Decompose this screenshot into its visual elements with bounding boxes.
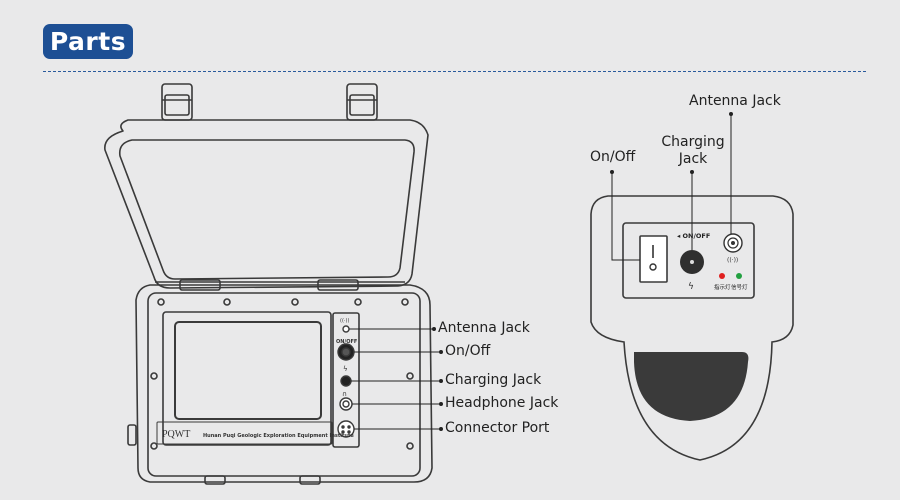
device-antenna-jack bbox=[342, 325, 350, 333]
lid-handle-left bbox=[161, 83, 193, 121]
device-charging-jack bbox=[340, 375, 352, 387]
indicator-green-lamp bbox=[736, 273, 742, 279]
svg-text:ϟ: ϟ bbox=[688, 282, 694, 292]
indicator-right-text: 信号灯 bbox=[731, 283, 748, 291]
device-institute-text: Hunan Puqi Geologic Exploration Equipmen… bbox=[203, 433, 354, 439]
device-panel-onoff-text: ON/OFF bbox=[336, 339, 357, 345]
detail-panel-onoff-text: ◂ ON/OFF bbox=[677, 232, 710, 240]
svg-text:((·)): ((·)) bbox=[727, 257, 738, 264]
detail-antenna-label: Antenna Jack bbox=[689, 93, 781, 109]
callout-charging-jack: Charging Jack bbox=[445, 372, 542, 388]
indicator-left-text: 指示灯 bbox=[714, 283, 731, 291]
svg-text:ϟ: ϟ bbox=[343, 365, 348, 373]
lid-handle-right bbox=[346, 83, 378, 121]
svg-text:∩: ∩ bbox=[342, 390, 347, 398]
detail-charging-label-line2: Jack bbox=[678, 151, 708, 167]
callout-on-off: On/Off bbox=[445, 343, 491, 359]
indicator-red-lamp bbox=[719, 273, 725, 279]
device-brand-text: PQWT bbox=[162, 429, 190, 440]
callout-connector-port: Connector Port bbox=[445, 420, 550, 436]
detail-charging-label-line1: Charging bbox=[661, 134, 725, 150]
page-title: Parts bbox=[43, 24, 133, 59]
detail-charging-label: Charging Jack bbox=[660, 134, 726, 168]
detail-onoff-label: On/Off bbox=[590, 149, 636, 165]
header-divider bbox=[43, 71, 866, 72]
svg-text:((·)): ((·)) bbox=[340, 318, 349, 324]
callout-headphone-jack: Headphone Jack bbox=[445, 395, 559, 411]
callout-antenna-jack: Antenna Jack bbox=[438, 320, 530, 336]
